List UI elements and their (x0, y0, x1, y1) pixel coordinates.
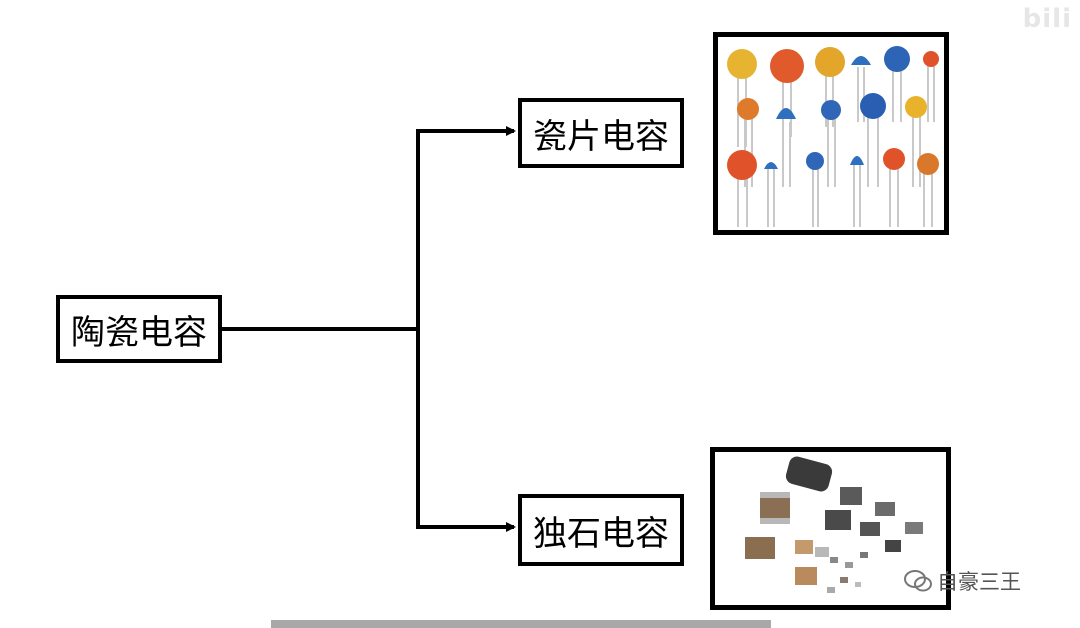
root-node: 陶瓷电容 (56, 295, 222, 363)
account-brand-text: 自豪三王 (937, 570, 1021, 594)
chip-capacitors-illustration (745, 456, 923, 593)
child-node-disc: 瓷片电容 (518, 98, 684, 168)
child-node-disc-label: 瓷片电容 (533, 116, 669, 157)
progress-bar[interactable] (271, 620, 771, 628)
multilayer-ceramic-capacitors-photo (710, 447, 951, 610)
child-node-monolithic-label: 独石电容 (533, 513, 669, 554)
child-node-monolithic: 独石电容 (518, 494, 684, 566)
wechat-icon (904, 570, 932, 592)
disc-ceramic-capacitors-photo (713, 32, 949, 235)
root-node-label: 陶瓷电容 (71, 312, 207, 353)
account-brand: 自豪三王 (903, 566, 1021, 596)
disc-capacitors-illustration (727, 46, 939, 227)
site-watermark: bili (1022, 4, 1072, 34)
